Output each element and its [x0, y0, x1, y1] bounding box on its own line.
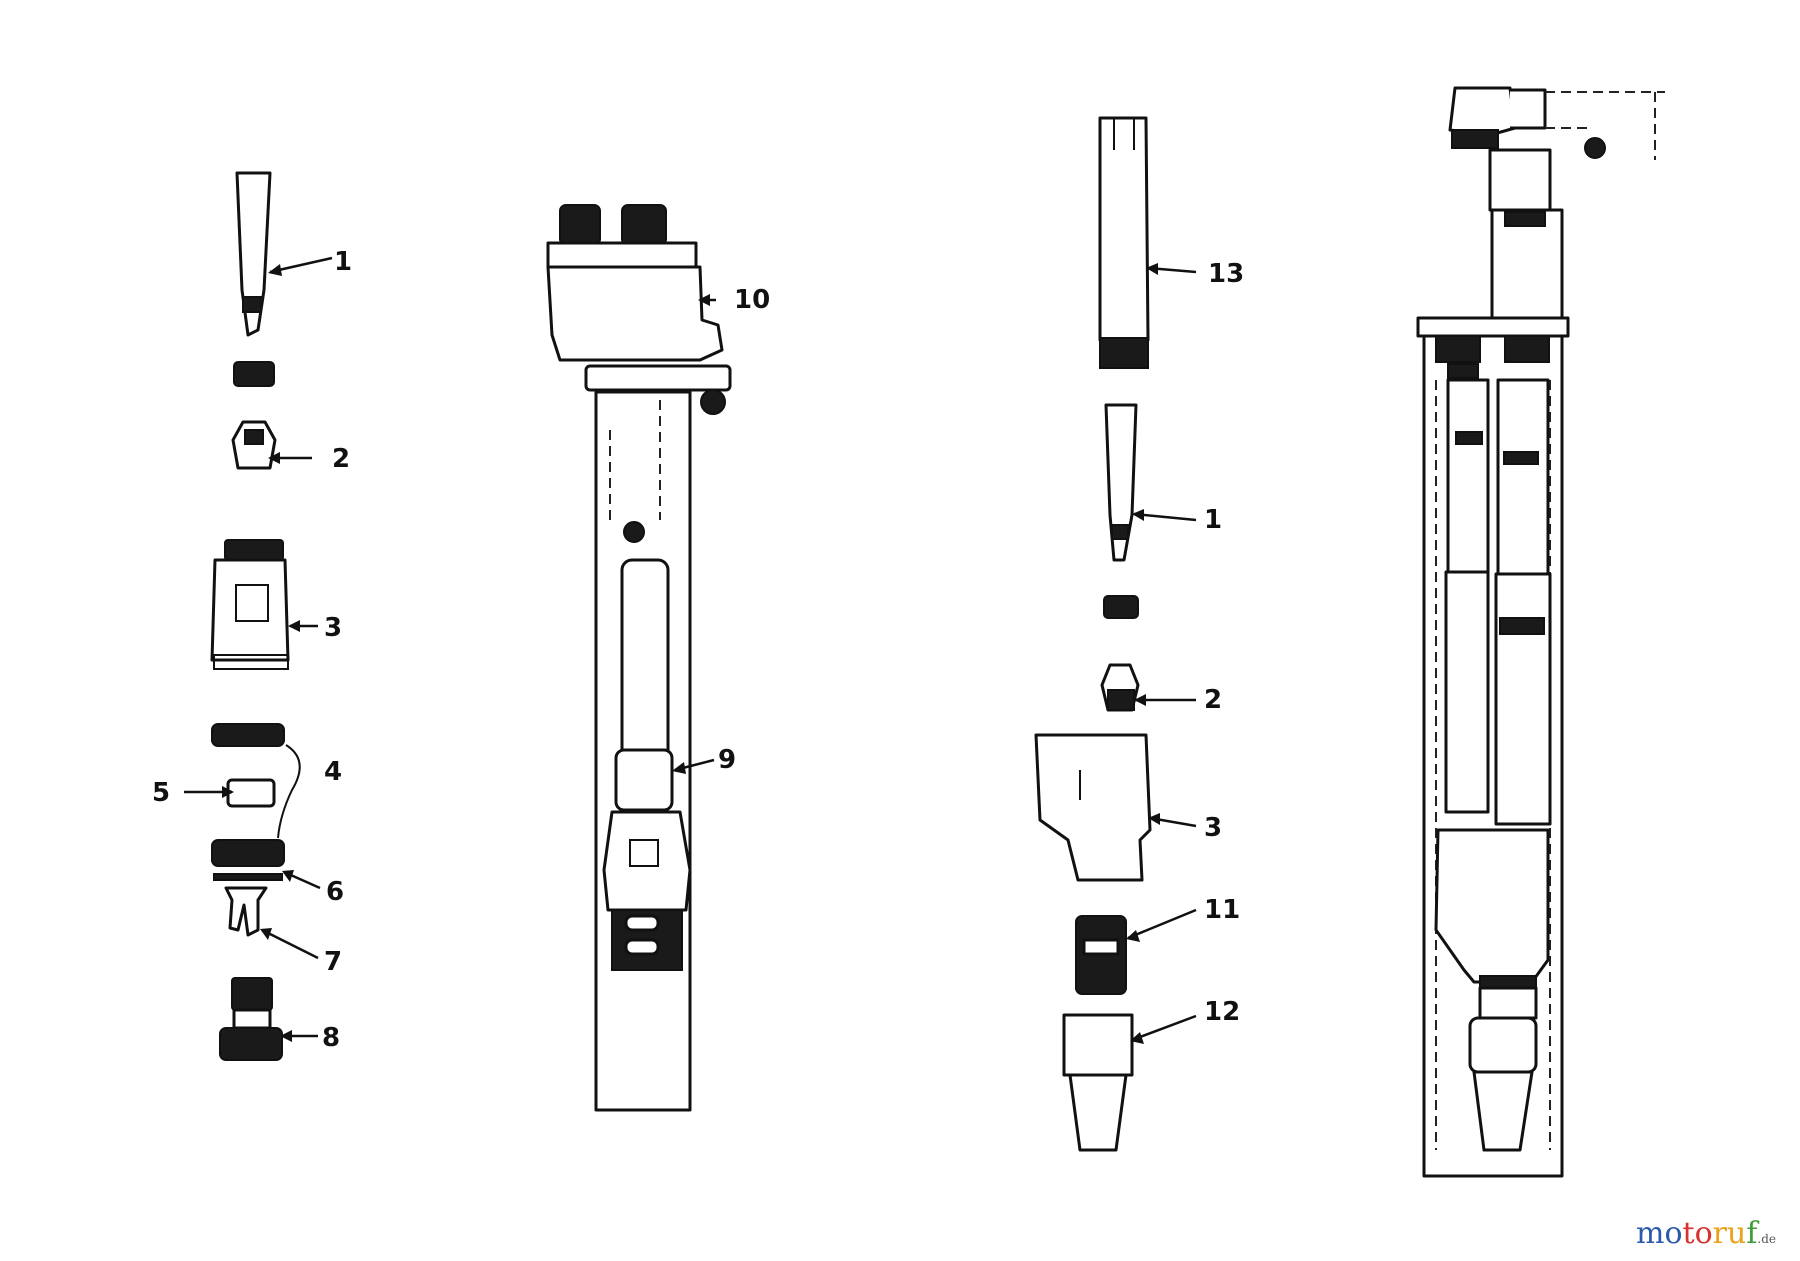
callout-6: 6	[326, 877, 344, 907]
assembly-left	[546, 204, 732, 1112]
callout-2-a: 2	[332, 444, 350, 474]
callout-4: 4	[324, 757, 342, 787]
watermark-part-4: f	[1746, 1216, 1758, 1251]
callout-13: 13	[1208, 259, 1244, 289]
callout-10: 10	[734, 285, 770, 315]
callout-12: 12	[1204, 997, 1240, 1027]
callout-5: 5	[152, 778, 170, 808]
callout-11: 11	[1204, 895, 1240, 925]
part-4-rings	[211, 723, 301, 867]
callout-9: 9	[718, 745, 736, 775]
callout-1-b: 1	[1204, 505, 1222, 535]
callout-labels: 1 2 3 4 5 6 7 8 9 10 13 1 2 3 11 12	[152, 247, 1244, 1053]
part-3-cup-a	[210, 539, 290, 670]
callout-8: 8	[322, 1023, 340, 1053]
part-2-nut-b	[1100, 663, 1140, 712]
part-3-cup-b	[1034, 733, 1152, 882]
part-11-ring	[1075, 915, 1127, 995]
part-6-washer	[213, 873, 283, 881]
part-1-nozzle-tube-b	[1103, 403, 1139, 619]
callout-3-a: 3	[324, 613, 342, 643]
part-12-adapter	[1062, 1013, 1134, 1152]
callout-3-b: 3	[1204, 813, 1222, 843]
callout-1-a: 1	[334, 247, 352, 277]
assembly-right	[1416, 86, 1665, 1178]
callout-2-b: 2	[1204, 685, 1222, 715]
part-1-nozzle-tube-a	[233, 171, 275, 387]
watermark-part-3: ru	[1712, 1216, 1747, 1251]
motoruf-watermark: motoruf.de	[1636, 1216, 1776, 1251]
part-5-insert	[226, 778, 276, 808]
watermark-part-1: mo	[1636, 1216, 1683, 1251]
watermark-part-2: to	[1682, 1216, 1713, 1251]
part-13-upper-tube	[1098, 116, 1150, 369]
part-8-fitting	[219, 977, 283, 1061]
leader-lines	[184, 256, 1197, 1044]
callout-7: 7	[324, 947, 342, 977]
watermark-tld: .de	[1757, 1232, 1777, 1246]
part-7-clip	[224, 886, 268, 937]
part-2-nut-a	[231, 420, 277, 470]
